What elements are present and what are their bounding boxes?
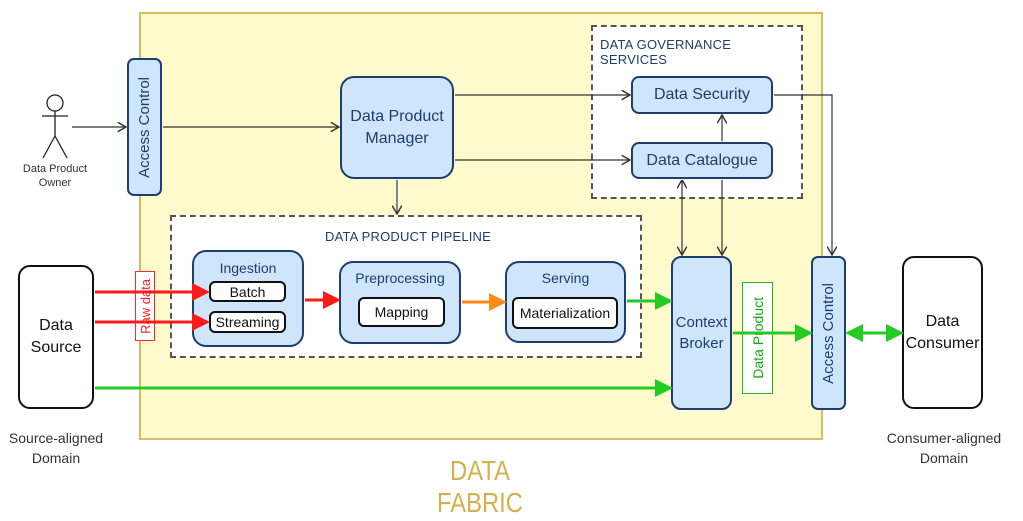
- context-broker-node[interactable]: Context Broker: [671, 256, 732, 410]
- mapping-label: Mapping: [374, 304, 429, 320]
- data-product-tag: Data Product: [742, 282, 773, 394]
- context-broker-label-1: Context: [675, 314, 728, 331]
- ingestion-title: Ingestion: [219, 260, 277, 276]
- data-fabric-label: DATA FABRIC: [437, 455, 523, 518]
- streaming-step[interactable]: Streaming: [209, 311, 286, 333]
- data-security-node[interactable]: Data Security: [631, 76, 773, 114]
- access-control-left[interactable]: Access Control: [127, 58, 162, 196]
- data-source-label-2: Source: [30, 339, 82, 356]
- owner-line2: Owner: [38, 177, 72, 189]
- source-domain-label: Source-aligned Domain: [0, 428, 112, 468]
- serving-title: Serving: [541, 270, 590, 286]
- data-security-label: Data Security: [653, 86, 751, 103]
- pipeline-title: DATA PRODUCT PIPELINE: [325, 229, 492, 244]
- mapping-step[interactable]: Mapping: [358, 297, 445, 327]
- batch-label: Batch: [229, 283, 266, 300]
- data-consumer-label-2: Consumer: [905, 334, 980, 352]
- data-source-node[interactable]: Data Source: [18, 265, 94, 409]
- materialization-label: Materialization: [519, 305, 611, 321]
- materialization-step[interactable]: Materialization: [512, 297, 618, 329]
- source-domain-line1: Source-aligned: [8, 430, 104, 446]
- access-control-left-label: Access Control: [136, 76, 153, 178]
- actor-icon: [42, 94, 68, 159]
- raw-data-tag-label: Raw data: [137, 278, 153, 334]
- data-product-tag-label: Data Product: [749, 297, 766, 379]
- data-consumer-label-1: Data: [925, 312, 960, 330]
- streaming-label: Streaming: [215, 314, 280, 330]
- data-consumer-node[interactable]: Data Consumer: [902, 256, 983, 409]
- governance-title: DATA GOVERNANCE SERVICES: [600, 37, 732, 67]
- data-source-label-1: Data: [39, 317, 73, 334]
- access-control-right-label: Access Control: [820, 282, 837, 384]
- data-catalogue-label: Data Catalogue: [646, 151, 758, 169]
- preprocessing-title: Preprocessing: [355, 270, 445, 286]
- raw-data-tag: Raw data: [135, 271, 155, 341]
- access-control-right[interactable]: Access Control: [811, 256, 846, 410]
- data-product-owner-label: Data Product Owner: [10, 162, 100, 190]
- dpm-label-1: Data Product: [350, 107, 444, 125]
- batch-step[interactable]: Batch: [209, 281, 286, 302]
- dpm-label-2: Manager: [365, 129, 429, 147]
- owner-line1: Data Product: [22, 163, 88, 175]
- source-domain-line2: Domain: [31, 450, 81, 466]
- consumer-domain-line2: Domain: [919, 450, 969, 466]
- consumer-domain-label: Consumer-aligned Domain: [870, 428, 1018, 468]
- data-catalogue-node[interactable]: Data Catalogue: [631, 142, 773, 179]
- data-product-manager-node[interactable]: Data Product Manager: [340, 76, 454, 179]
- context-broker-label-2: Broker: [679, 335, 724, 352]
- consumer-domain-line1: Consumer-aligned: [886, 430, 1002, 446]
